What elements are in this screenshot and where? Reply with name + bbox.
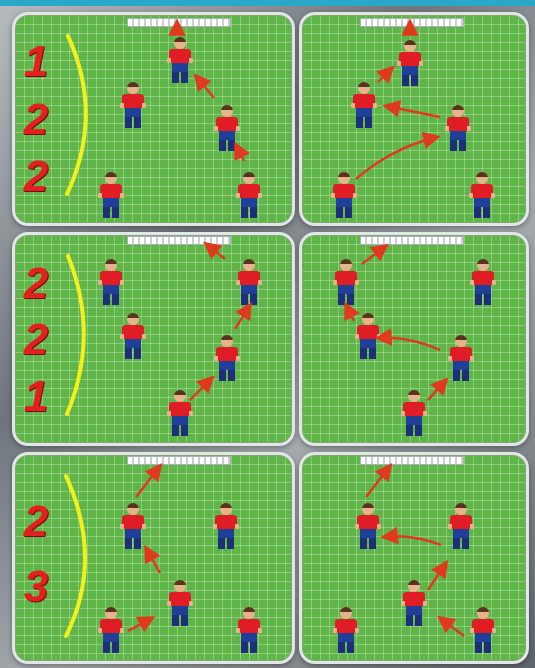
pass-arrow-icon <box>128 618 152 631</box>
pass-arrow-icon <box>362 246 386 264</box>
pass-arrow-icon <box>236 145 244 161</box>
pass-arrow-icon <box>384 536 441 545</box>
pass-arrow-icon <box>136 466 160 497</box>
pass-arrow-icon <box>190 378 212 400</box>
pass-arrow-icon <box>146 548 160 573</box>
formation-bracket-icon <box>67 256 84 414</box>
formation-bracket-icon <box>66 476 85 636</box>
pass-arrow-icon <box>428 563 446 590</box>
pass-arrow-icon <box>378 338 440 350</box>
pass-arrow-icon <box>346 305 354 321</box>
pass-arrow-icon <box>366 466 390 497</box>
pass-arrow-icon <box>196 76 214 98</box>
pass-arrow-icon <box>235 305 250 329</box>
pass-arrow-icon <box>378 68 392 82</box>
pass-arrow-icon <box>428 380 446 400</box>
pass-arrow-icon <box>356 137 437 179</box>
pass-arrow-icon <box>440 618 464 636</box>
pass-arrow-icon <box>386 106 440 117</box>
formation-bracket-icon <box>67 36 86 194</box>
pass-arrow-icon <box>206 244 225 259</box>
